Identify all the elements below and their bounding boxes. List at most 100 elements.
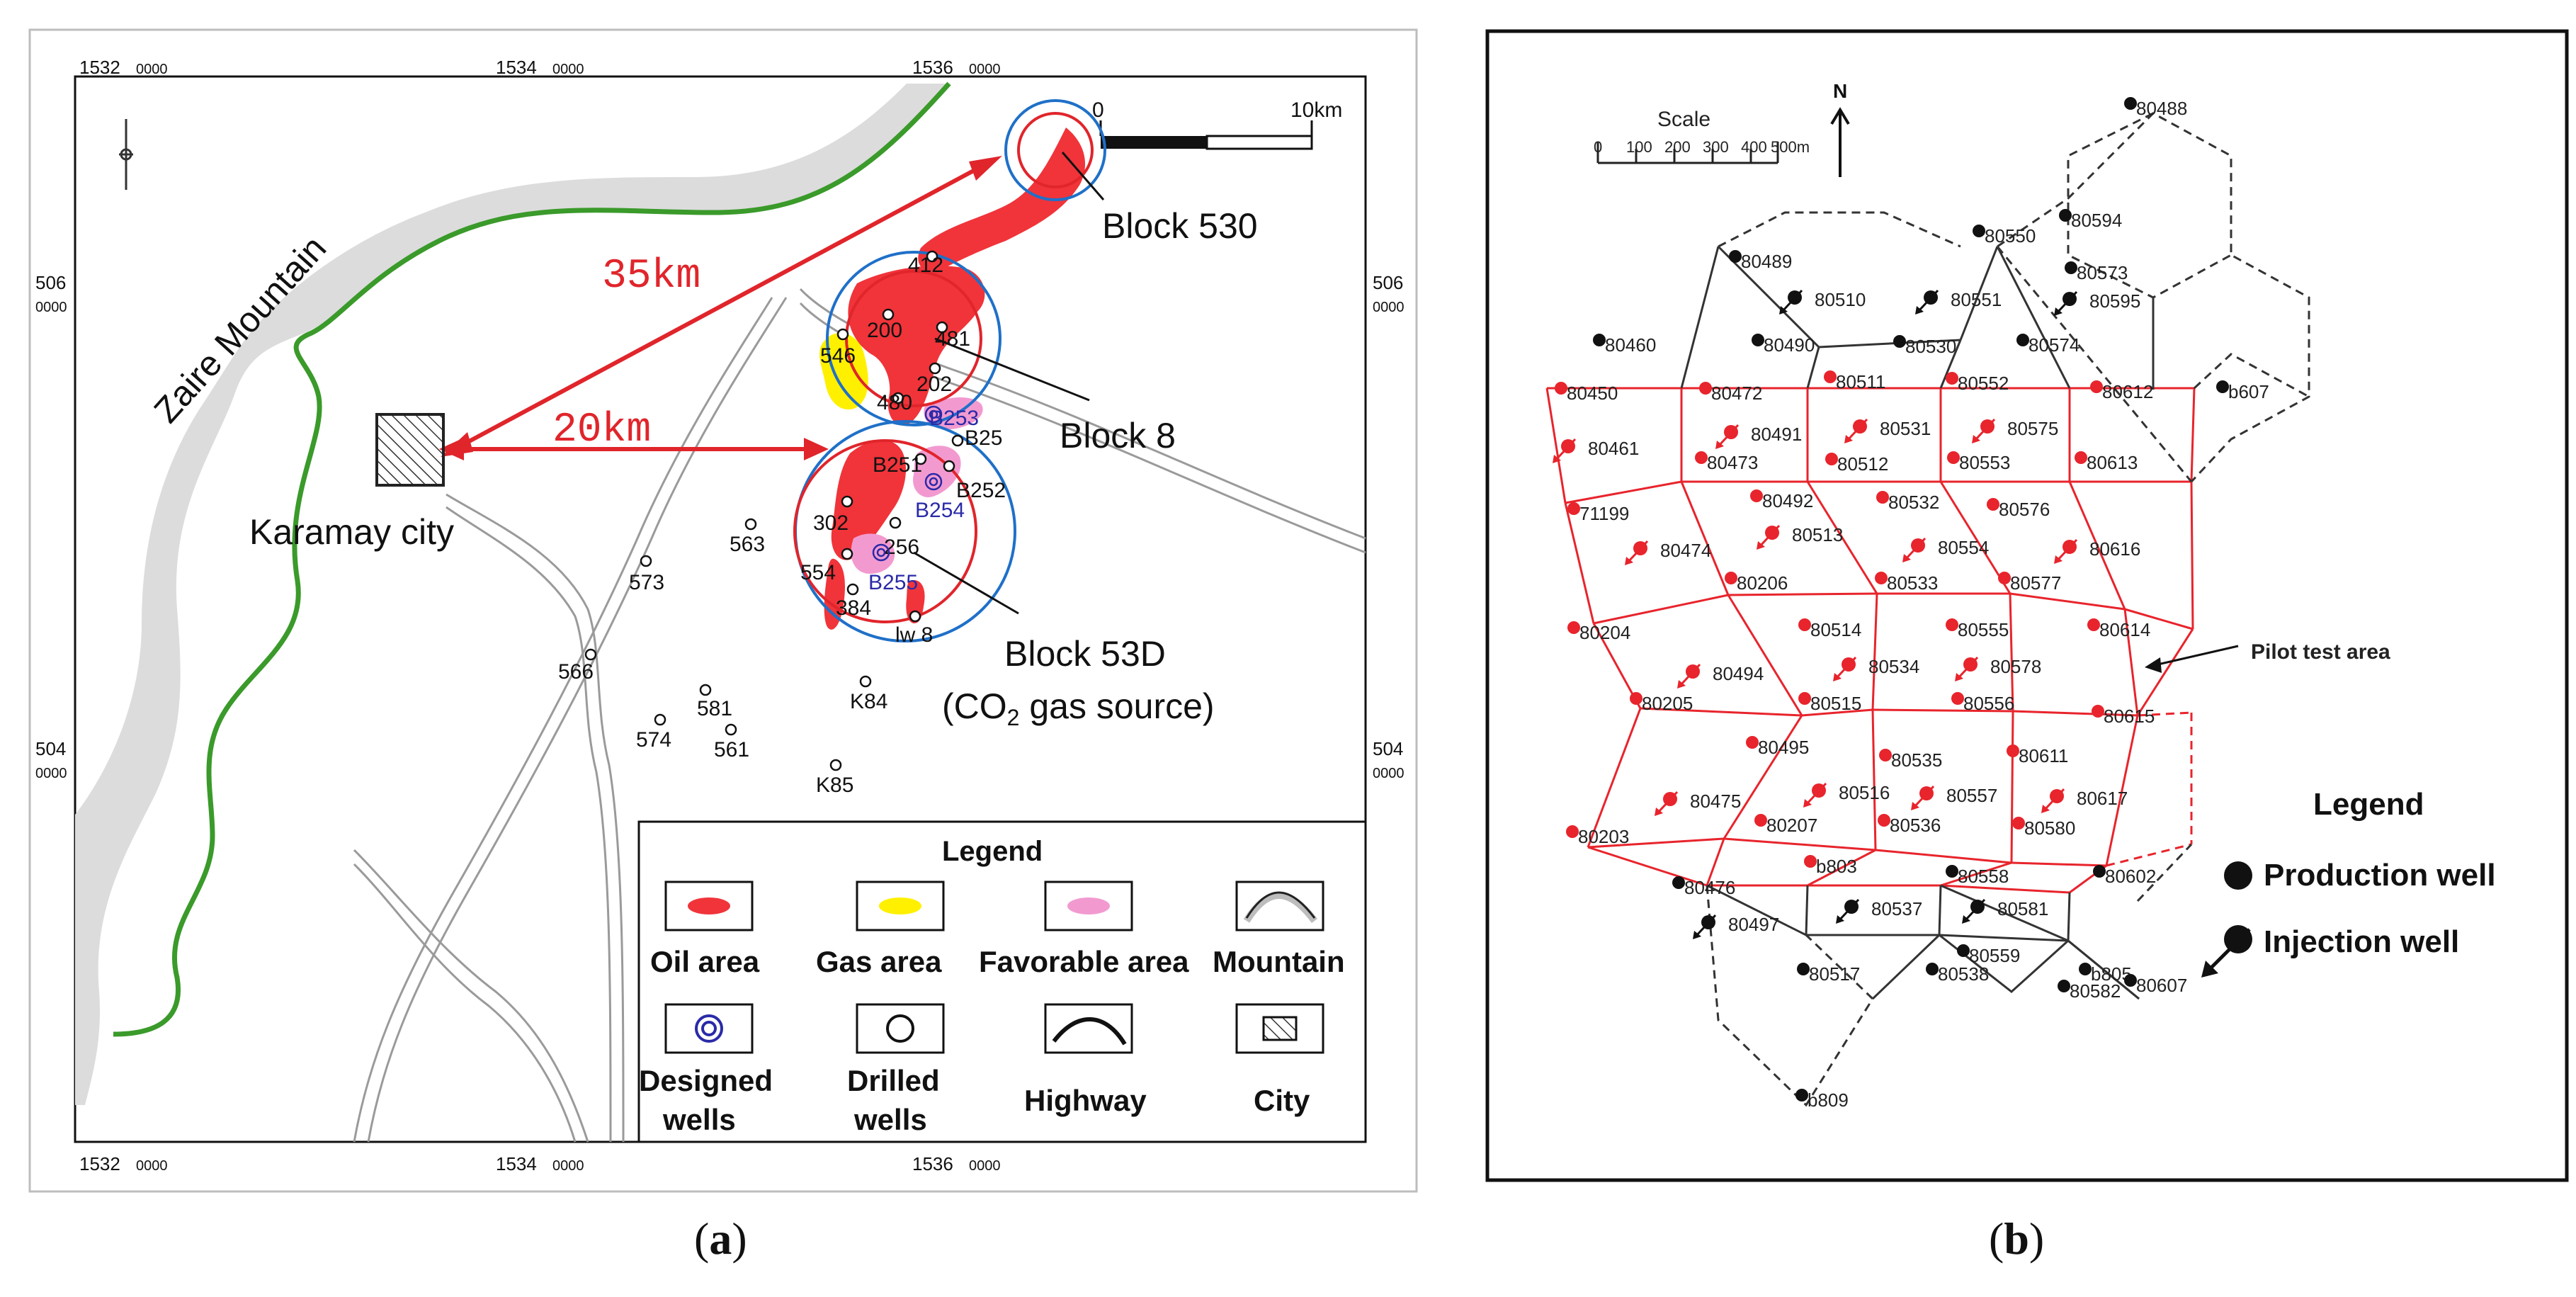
well-label: 80476 xyxy=(1684,877,1735,898)
network-edge xyxy=(2190,481,2194,630)
drilled-well-label: 574 xyxy=(636,728,671,752)
drilled-well-label: 384 xyxy=(836,596,871,620)
production-well-marker xyxy=(1946,618,1958,631)
well-label: 80475 xyxy=(1690,791,1741,812)
network-edge xyxy=(1875,849,2012,864)
well-label: 80556 xyxy=(1963,693,2014,714)
distance-label-20km: 20km xyxy=(552,407,651,453)
designed-well-label: B255 xyxy=(868,571,918,594)
drilled-well-icon xyxy=(951,434,964,447)
production-well-marker xyxy=(2012,817,2025,829)
production-well-marker xyxy=(1672,876,1685,889)
drilled-well-label: 561 xyxy=(714,738,749,761)
well-label: 80573 xyxy=(2077,262,2128,283)
network-edge xyxy=(1996,246,2071,389)
drilled-well-icon xyxy=(744,518,757,531)
production-well-marker xyxy=(2065,261,2077,274)
block-53d-circle-red xyxy=(793,439,977,623)
designed-well-label: B254 xyxy=(915,499,965,522)
well-label: 80612 xyxy=(2102,381,2153,402)
map-legend: Legend Oil area Gas area Favorable area … xyxy=(637,820,1367,1143)
caption-b: (b) xyxy=(1989,1213,2044,1264)
well-label: 80472 xyxy=(1711,383,1762,404)
drilled-well-icon xyxy=(936,321,948,334)
well-label: 80602 xyxy=(2105,866,2156,887)
production-well-marker xyxy=(1946,865,1958,878)
grid-label-right-504-minor: 0000 xyxy=(1373,766,1405,781)
production-well-marker xyxy=(2059,209,2072,222)
production-well-marker xyxy=(1879,749,1892,761)
well-label: 80538 xyxy=(1938,963,1989,985)
drilled-well-icon xyxy=(909,610,921,623)
well-label: 80514 xyxy=(1810,619,1861,640)
map-scale-bar: 0 10km xyxy=(1092,98,1342,150)
well-label: 80582 xyxy=(2070,980,2121,1002)
drilled-well-icon xyxy=(892,392,904,404)
well-label: 80557 xyxy=(1946,785,1997,806)
block-8-label: Block 8 xyxy=(1060,416,1176,455)
network-edge xyxy=(2009,593,2014,712)
highway-karamay-2 xyxy=(446,506,612,1143)
network-edge xyxy=(2009,592,2126,611)
block-8-circle-blue xyxy=(826,251,1002,426)
network-edge xyxy=(1706,838,1725,886)
well-label: 80205 xyxy=(1642,693,1693,714)
grid-label-bottom-1536-minor: 0000 xyxy=(969,1158,1001,1174)
scale-tick-0: 0 xyxy=(1594,138,1602,156)
drilled-well-label: lw 8 xyxy=(895,623,933,647)
legend-injection-well: Injection well xyxy=(2264,924,2459,959)
well-label: 80558 xyxy=(1958,866,2009,887)
scale-start-label: 0 xyxy=(1092,98,1104,122)
network-edge xyxy=(1564,502,1595,624)
city-label: Karamay city xyxy=(249,512,454,552)
production-well-marker xyxy=(2124,974,2137,987)
highway-karamay xyxy=(446,493,625,1143)
well-label: 80491 xyxy=(1751,424,1802,445)
legend-title: Legend xyxy=(942,836,1043,867)
block-530-label: Block 530 xyxy=(1102,206,1258,246)
network-edge xyxy=(2124,608,2194,630)
grid-labels: 1532 0000 1534 0000 1536 0000 1532 0000 … xyxy=(35,57,1405,1174)
well-label: 80550 xyxy=(1985,225,2036,247)
well-label: b809 xyxy=(1808,1089,1849,1111)
legend-production-well: Production well xyxy=(2264,858,2496,893)
gas-area xyxy=(819,332,868,410)
network-edge xyxy=(1807,849,1876,887)
drilled-well-icon xyxy=(929,362,941,375)
well-label: 80474 xyxy=(1660,540,1711,561)
network-edge xyxy=(1727,592,1878,596)
network-edge xyxy=(2106,843,2192,867)
well-label: 80615 xyxy=(2104,706,2155,727)
well-label: 80492 xyxy=(1762,490,1813,511)
legend-oil-area: Oil area xyxy=(650,945,760,978)
production-well-marker xyxy=(1567,621,1580,634)
well-label: 80534 xyxy=(1868,656,1919,677)
production-well-marker xyxy=(1878,814,1890,827)
network-edge xyxy=(1871,709,1877,851)
well-label: 71199 xyxy=(1579,503,1629,524)
scale-bar-white xyxy=(1205,135,1313,150)
network-edge xyxy=(1727,594,1803,716)
drilled-well-label: 302 xyxy=(813,511,849,535)
well-label: 80530 xyxy=(1905,336,1956,357)
legend-favorable-area: Favorable area xyxy=(979,945,1189,978)
production-well-marker xyxy=(2016,334,2029,346)
network-edge xyxy=(1706,884,1807,936)
well-label: 80607 xyxy=(2136,975,2187,996)
drilled-well-icon xyxy=(654,713,666,726)
legend-oil-swatch xyxy=(688,897,730,914)
drilled-well-label: 200 xyxy=(867,319,902,342)
well-label: 80552 xyxy=(1958,373,2009,394)
panel-b-legend: Legend Production well Injection well xyxy=(2201,787,2496,978)
drilled-well-icon xyxy=(846,583,859,596)
production-well-marker xyxy=(1804,855,1817,868)
production-well-marker xyxy=(1555,382,1567,395)
network-edge xyxy=(2011,861,2107,867)
production-well-marker xyxy=(1695,451,1708,464)
well-label: 80204 xyxy=(1579,622,1630,643)
well-network xyxy=(1545,112,2310,1107)
pilot-test-area: Pilot test area xyxy=(2145,640,2390,673)
highway-east xyxy=(799,288,1366,540)
network-edge xyxy=(1680,481,1730,596)
well-label: 80207 xyxy=(1766,815,1817,836)
